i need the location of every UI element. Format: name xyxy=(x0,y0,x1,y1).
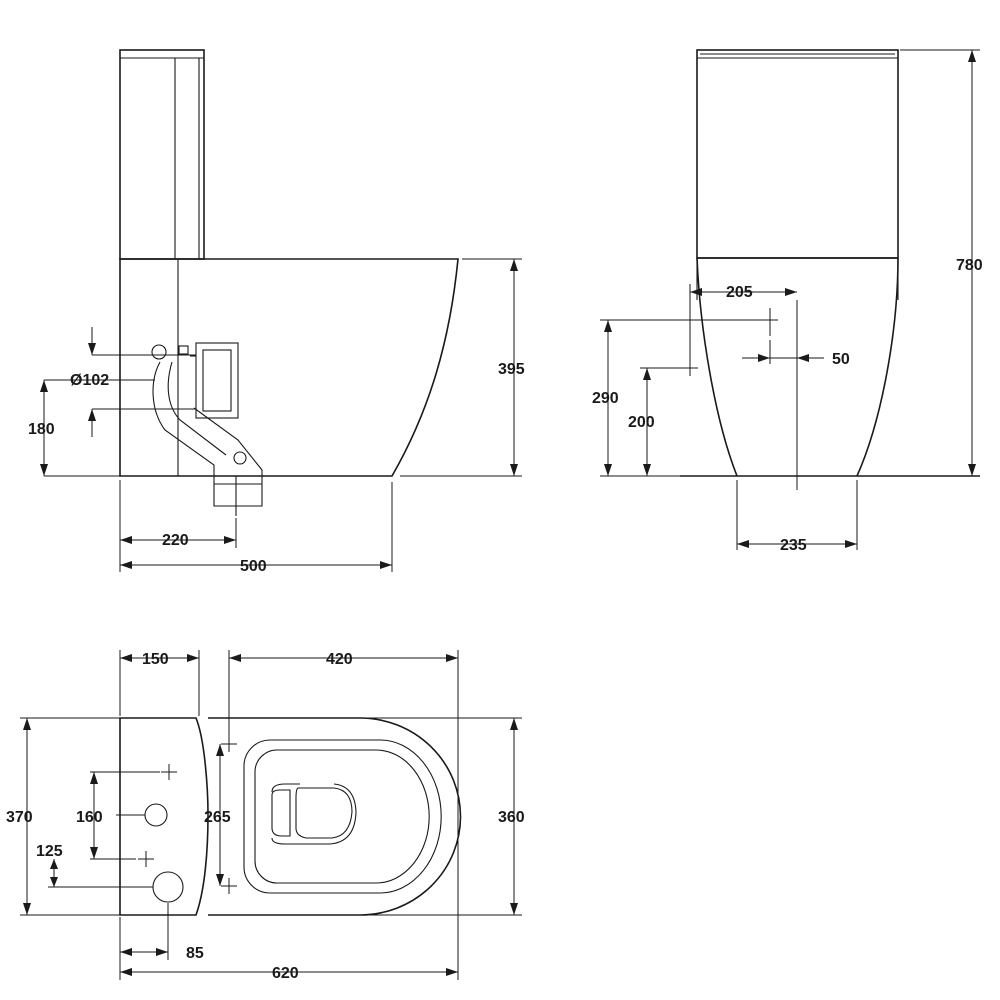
dim-bowl-width-label: 360 xyxy=(498,809,525,826)
dim-cistern-depth: 150 xyxy=(119,650,200,716)
dim-outlet-height-label: 180 xyxy=(28,421,55,438)
front-pan xyxy=(680,257,980,477)
dim-cistern-width: 370 xyxy=(6,717,120,916)
dim-bowl-height: 395 xyxy=(400,258,525,477)
dim-outlet-diameter: Ø102 xyxy=(70,327,196,437)
dim-hole-spacing: 160 xyxy=(76,771,160,860)
dim-inlet-height-low: 200 xyxy=(628,367,696,476)
top-cistern xyxy=(119,717,209,916)
dim-total-length: 620 xyxy=(120,965,458,982)
dim-projection: 500 xyxy=(120,482,393,575)
side-view: Ø102 180 395 220 xyxy=(28,49,525,575)
dim-outlet-height: 180 xyxy=(28,379,155,477)
dim-inlet-offset: 205 xyxy=(689,284,797,360)
dim-inlet-offset-label: 205 xyxy=(726,284,753,301)
top-view: 150 420 370 160 xyxy=(6,650,525,982)
dim-bowl-width: 360 xyxy=(360,717,525,916)
dim-inlet-height-low-label: 200 xyxy=(628,414,655,431)
dim-outlet-offset: 220 xyxy=(119,480,237,572)
dim-bowl-height-label: 395 xyxy=(498,361,525,378)
dim-fixing-spacing: 265 xyxy=(204,744,231,886)
dim-fixing-spacing-label: 265 xyxy=(204,809,231,826)
front-view: 205 50 780 290 20 xyxy=(592,49,983,554)
dim-cistern-depth-label: 150 xyxy=(142,651,169,668)
dim-hole-offset-label: 125 xyxy=(36,843,63,860)
dim-total-length-label: 620 xyxy=(272,965,299,982)
dim-base-width: 235 xyxy=(736,480,858,554)
dim-hole-from-wall-label: 85 xyxy=(186,945,204,962)
dim-total-height-label: 780 xyxy=(956,257,983,274)
dim-inlet-height-high: 290 xyxy=(592,319,776,477)
side-cistern xyxy=(119,49,205,260)
dim-hole-from-wall: 85 xyxy=(119,903,204,980)
dim-projection-label: 500 xyxy=(240,558,267,575)
dim-inlet-spacing: 50 xyxy=(742,340,850,368)
front-inlet-markers xyxy=(682,300,798,490)
dim-hole-spacing-label: 160 xyxy=(76,809,103,826)
dim-base-width-label: 235 xyxy=(780,537,807,554)
dim-bowl-length-label: 420 xyxy=(326,651,353,668)
dim-cistern-width-label: 370 xyxy=(6,809,33,826)
dim-inlet-height-high-label: 290 xyxy=(592,390,619,407)
dim-hole-offset: 125 xyxy=(36,843,153,888)
dim-inlet-spacing-label: 50 xyxy=(832,351,850,368)
dim-bowl-length: 420 xyxy=(228,650,459,980)
dim-outlet-offset-label: 220 xyxy=(162,532,189,549)
dim-total-height: 780 xyxy=(900,49,983,476)
front-cistern xyxy=(696,49,899,259)
side-outlet-pipe xyxy=(151,342,263,516)
top-pan xyxy=(208,717,462,916)
